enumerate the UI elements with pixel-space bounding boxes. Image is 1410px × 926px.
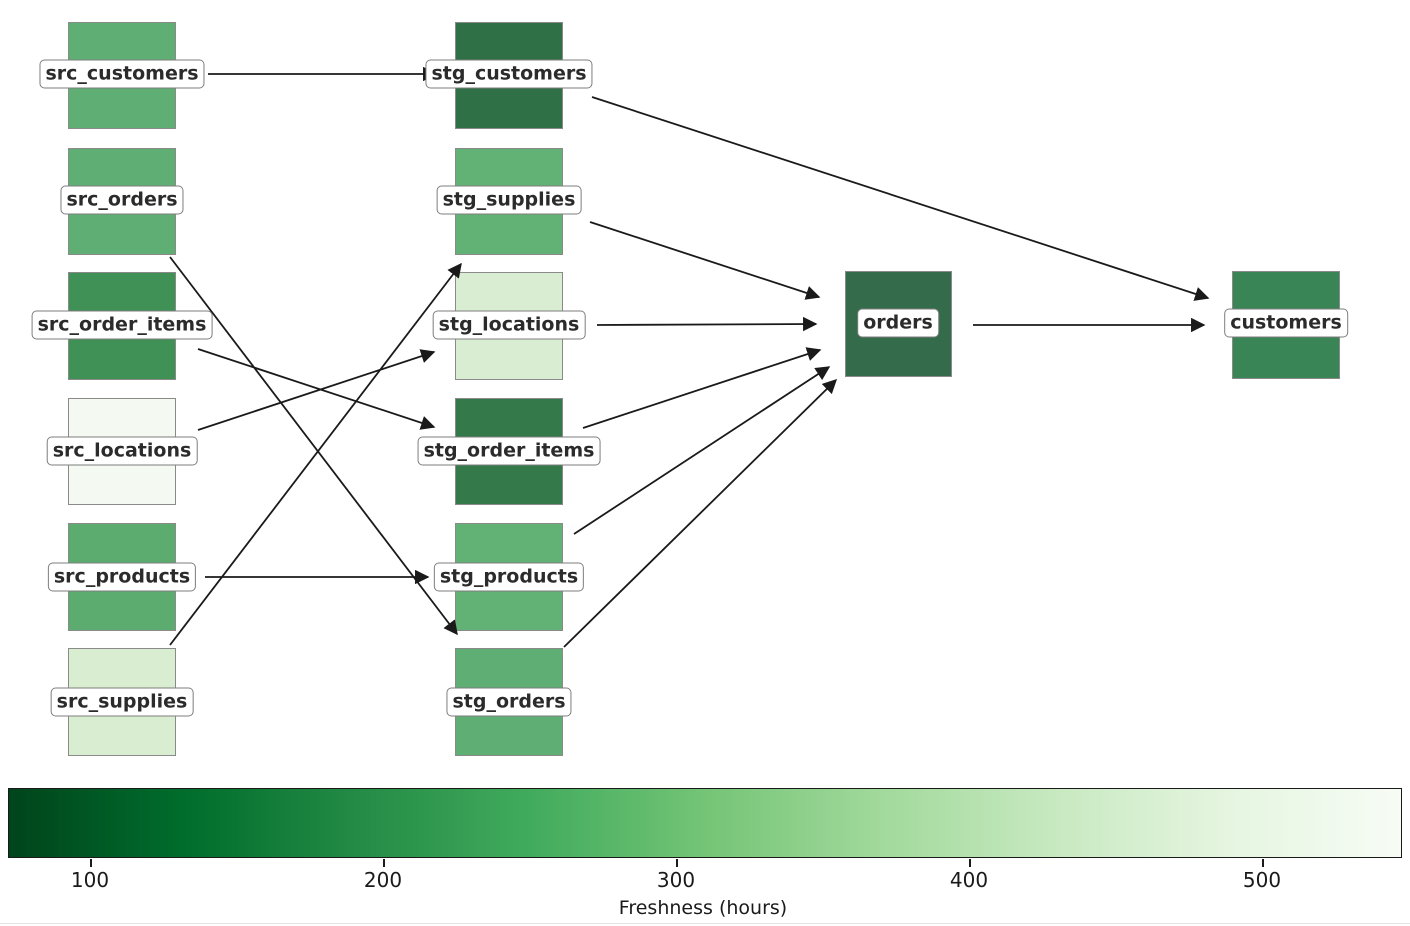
edge-src_order_items-stg_order_items [197,348,436,430]
colorbar-tick [383,859,385,867]
node-label-src_products: src_products [47,562,197,592]
edge-stg_customers-customers [591,96,1210,301]
node-label-stg_locations: stg_locations [432,310,586,340]
node-label-src_orders: src_orders [60,185,184,215]
edge-stg_supplies-orders [589,221,821,300]
colorbar-tick [1262,859,1264,867]
colorbar-tick [676,859,678,867]
node-label-src_supplies: src_supplies [50,687,194,717]
node-label-stg_customers: stg_customers [425,59,593,89]
colorbar-gradient [8,788,1402,858]
edge-src_supplies-stg_supplies [169,262,462,646]
edge-stg_locations-orders [596,316,818,332]
edge-src_locations-stg_locations [197,349,436,431]
edge-src_orders-stg_orders [169,256,458,636]
colorbar-tick-label: 400 [949,868,989,892]
edge-stg_orders-orders [563,378,838,648]
colorbar-tick-label: 300 [656,868,696,892]
figure-bottom-border [0,923,1410,924]
node-label-stg_orders: stg_orders [446,687,572,717]
colorbar-tick-label: 100 [70,868,110,892]
colorbar-tick-label: 500 [1242,868,1282,892]
node-label-stg_products: stg_products [433,562,585,592]
node-label-src_customers: src_customers [39,59,205,89]
colorbar-axis-label: Freshness (hours) [618,897,788,919]
node-label-stg_order_items: stg_order_items [417,436,601,466]
node-label-customers: customers [1224,308,1348,338]
node-label-src_order_items: src_order_items [31,310,213,340]
node-label-stg_supplies: stg_supplies [436,185,582,215]
node-label-src_locations: src_locations [46,436,198,466]
edge-stg_order_items-orders [582,347,822,429]
colorbar-tick [969,859,971,867]
edge-stg_products-orders [573,366,831,535]
node-label-orders: orders [857,308,939,338]
colorbar-tick [90,859,92,867]
colorbar-tick-label: 200 [363,868,403,892]
